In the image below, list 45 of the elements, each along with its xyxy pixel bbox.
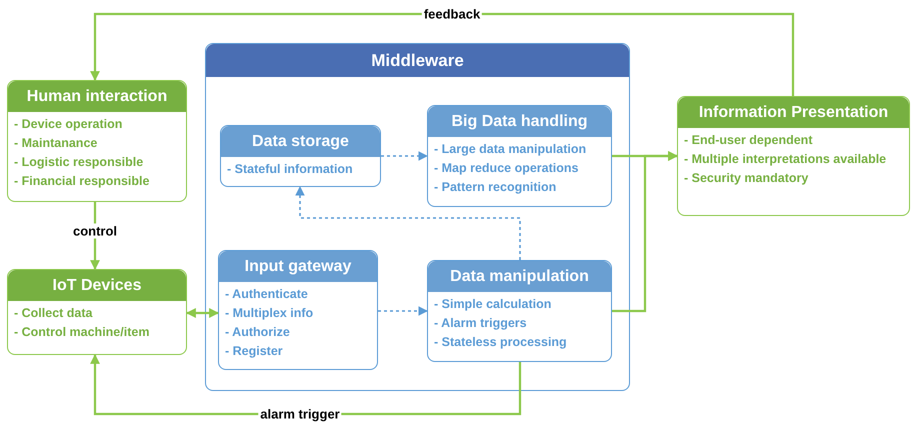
list-item: - Simple calculation [434,296,552,313]
list-item: - Map reduce operations [434,160,580,177]
list-item: - Stateful information [227,161,354,178]
arrow [90,12,794,96]
list-item: - Security mandatory [684,170,810,187]
list-item: - Financial responsible [14,173,150,190]
process-card [677,96,910,216]
card-header: Human interaction [8,81,186,112]
list-item: - Collect data [14,305,94,322]
process-card [7,80,187,202]
list-item: - Multiplex info [225,305,314,322]
edge-label: alarm trigger [258,406,342,422]
list-item: - Maintanance [14,135,98,152]
arrow [295,186,521,260]
list-item: - Stateless processing [434,334,568,351]
process-card [220,125,381,187]
list-item: - End-user dependent [684,132,814,149]
list-item: - Multiple interpretations available [684,151,888,168]
card-header: IoT Devices [8,270,186,301]
card-header: Information Presentation [678,97,909,128]
arrow [381,151,428,161]
list-item: - Pattern recognition [434,179,558,196]
group-panel [205,43,630,391]
edge-label: feedback [422,6,482,22]
list-item: - Authorize [225,324,291,341]
card-header: Big Data handling [428,106,611,137]
list-item: - Alarm triggers [434,315,528,332]
panel-header: Middleware [206,44,629,77]
card-header: Input gateway [219,251,377,282]
list-item: - Register [225,343,284,360]
list-item: - Large data manipulation [434,141,588,158]
list-item: - Control machine/item [14,324,150,341]
process-card [218,250,378,370]
process-card [427,260,612,362]
card-header: Data manipulation [428,261,611,292]
list-item: - Authenticate [225,286,309,303]
process-card [427,105,612,207]
list-item: - Logistic responsible [14,154,144,171]
arrow [612,151,678,312]
edge-label: control [70,224,120,238]
arrow [186,308,219,318]
list-item: - Device operation [14,116,124,133]
arrow [378,306,428,316]
process-card [7,269,187,355]
card-header: Data storage [221,126,380,157]
